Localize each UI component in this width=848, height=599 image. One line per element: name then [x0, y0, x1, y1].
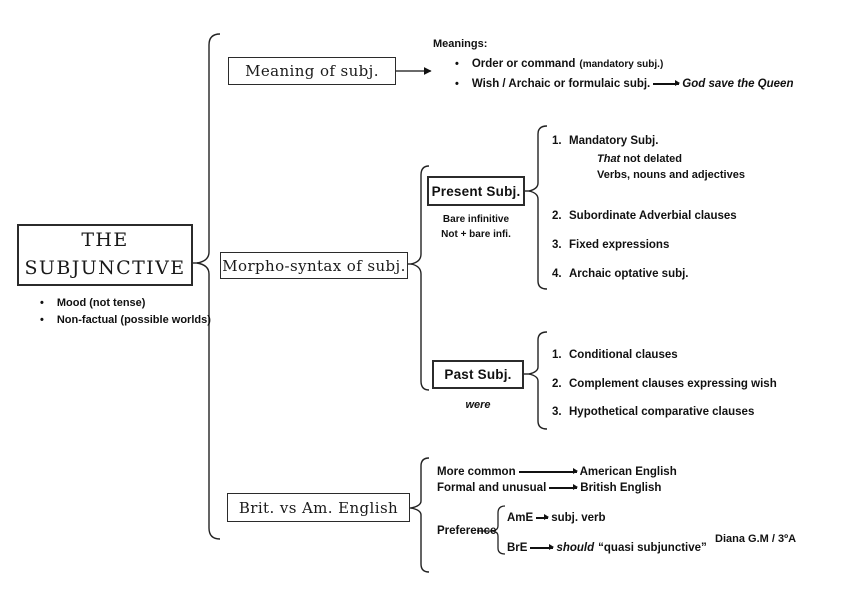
present-subj-label: Present Subj. — [431, 183, 521, 199]
present-list-brace — [528, 125, 548, 290]
brit-row-formal: Formal and unusual British English — [437, 481, 661, 495]
brit-row2-right: British English — [580, 482, 662, 494]
credit-text: Diana G.M / 3ºA — [715, 533, 797, 545]
present-item-4-num: 4. — [552, 268, 562, 280]
main-bullet-2: • Non-factual (possible worlds) — [40, 313, 211, 327]
present-item-1-num: 1. — [552, 135, 562, 147]
brit-box: Brit. vs Am. English — [227, 493, 410, 522]
meaning-item-2-example: God save the Queen — [682, 78, 794, 90]
brit-row-more-common: More common American English — [437, 465, 677, 479]
bre-label: BrE — [507, 542, 528, 554]
past-item-3: 3. Hypothetical comparative clauses — [552, 405, 754, 419]
present-item-3-text: Fixed expressions — [569, 239, 670, 251]
main-title-line2: SUBJUNCTIVE — [24, 257, 186, 279]
brit-row1-left: More common — [437, 466, 516, 478]
main-bullet-1-text: Mood (not tense) — [56, 297, 146, 309]
brit-box-label: Brit. vs Am. English — [238, 498, 399, 517]
preference-label: Preference — [437, 525, 497, 537]
bullet-icon: • — [40, 297, 44, 309]
right-arrow-icon — [653, 79, 681, 87]
present-item-1: 1. Mandatory Subj. — [552, 134, 658, 148]
past-list-brace — [528, 331, 548, 430]
present-note-line1: Bare infinitive — [442, 214, 510, 225]
past-item-3-text: Hypothetical comparative clauses — [569, 406, 755, 418]
meanings-heading: Meanings: — [433, 38, 488, 50]
morpho-box-label: Morpho-syntax of subj. — [222, 256, 406, 275]
bullet-icon: • — [455, 58, 459, 70]
preference-ame-row: AmE subj. verb — [507, 511, 606, 525]
brit-row1-right: American English — [579, 466, 677, 478]
past-subj-box: Past Subj. — [432, 360, 524, 389]
right-arrow-icon — [530, 543, 555, 551]
past-item-1-text: Conditional clauses — [569, 349, 678, 361]
meaning-item-2: • Wish / Archaic or formulaic subj. God … — [455, 77, 793, 91]
present-item-2-num: 2. — [552, 210, 562, 222]
bullet-icon: • — [40, 314, 44, 326]
present-item-3-num: 3. — [552, 239, 562, 251]
present-sub-italic: That — [597, 153, 621, 165]
present-item-1-text: Mandatory Subj. — [569, 135, 659, 147]
present-item-1-subline-2: Verbs, nouns and adjectives — [597, 169, 745, 181]
right-arrow-icon — [549, 483, 579, 491]
past-item-2-text: Complement clauses expressing wish — [569, 378, 777, 390]
right-arrow-icon — [536, 513, 550, 521]
past-item-3-num: 3. — [552, 406, 562, 418]
main-title-line1: THE — [81, 229, 129, 252]
meaning-item-1-text: Order or command — [471, 58, 576, 70]
present-item-2: 2. Subordinate Adverbial clauses — [552, 209, 737, 223]
meaning-item-1-note: (mandatory subj.) — [579, 58, 664, 70]
present-subj-box: Present Subj. — [427, 176, 525, 206]
present-note-line2: Not + bare infi. — [441, 229, 511, 240]
main-bullet-2-text: Non-factual (possible worlds) — [56, 314, 211, 326]
past-item-2: 2. Complement clauses expressing wish — [552, 377, 777, 391]
past-item-1-num: 1. — [552, 349, 562, 361]
brit-row2-left: Formal and unusual — [437, 482, 547, 494]
present-item-2-text: Subordinate Adverbial clauses — [569, 210, 737, 222]
meaning-item-1: • Order or command (mandatory subj.) — [455, 57, 663, 71]
right-arrow-icon — [518, 467, 578, 475]
meaning-box-label: Meaning of subj. — [245, 62, 379, 80]
present-sub-rest: not delated — [620, 153, 682, 165]
meaning-item-2-text: Wish / Archaic or formulaic subj. — [471, 78, 651, 90]
meaning-box: Meaning of subj. — [228, 57, 396, 85]
main-brace — [196, 33, 221, 540]
bullet-icon: • — [455, 78, 459, 90]
present-item-1-subline-1: That not delated — [597, 152, 682, 166]
ame-label: AmE — [507, 512, 534, 524]
present-item-3: 3. Fixed expressions — [552, 238, 669, 252]
morpho-box: Morpho-syntax of subj. — [220, 252, 408, 279]
main-bullet-1: • Mood (not tense) — [40, 296, 145, 310]
main-topic-box: THE SUBJUNCTIVE — [17, 224, 193, 286]
past-item-2-num: 2. — [552, 378, 562, 390]
past-note-were: were — [465, 399, 491, 411]
bre-text: “quasi subjunctive” — [598, 542, 707, 554]
present-item-4: 4. Archaic optative subj. — [552, 267, 689, 281]
ame-text: subj. verb — [551, 512, 606, 524]
preference-bre-row: BrE should “quasi subjunctive” — [507, 541, 707, 555]
brit-brace — [410, 457, 430, 573]
bre-italic: should — [556, 542, 595, 554]
present-item-4-text: Archaic optative subj. — [569, 268, 689, 280]
past-item-1: 1. Conditional clauses — [552, 348, 678, 362]
past-subj-label: Past Subj. — [444, 367, 512, 382]
